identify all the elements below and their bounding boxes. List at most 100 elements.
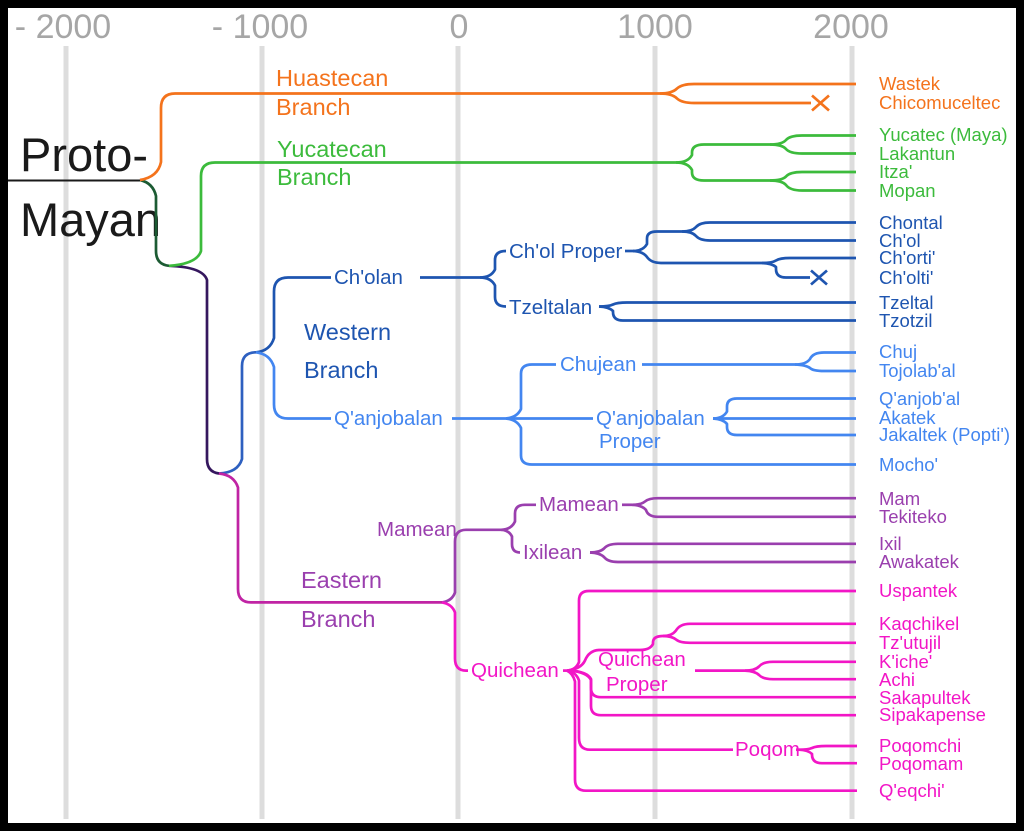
branch-mopan: [769, 179, 856, 192]
branch-chol-proper-stem: [479, 249, 507, 279]
branch-kaqchikel: [662, 622, 856, 638]
yucatecan-texts: Yucatecan Branch Yucatec (Maya) Lakantun…: [277, 124, 1008, 201]
leaf-label-tzutujil: Tz'utujil: [879, 632, 941, 653]
branch-chorti-cholti-pair: [632, 249, 762, 265]
leaf-label-chol: Ch'ol: [879, 230, 921, 251]
branch-qanjobalan: [255, 350, 331, 420]
branch-qeqchi: [566, 669, 857, 793]
mamean-proper-label: Mamean: [539, 493, 619, 516]
branch-kaqchikel-pair-rise: [639, 634, 664, 652]
branch-chuj: [794, 351, 856, 366]
chol-proper-label: Ch'ol Proper: [509, 240, 622, 263]
extinct-x-cholti: [810, 269, 828, 286]
branch-mam: [631, 496, 856, 507]
leaf-label-mam: Mam: [879, 488, 920, 509]
root-label-line2: Mayan: [20, 193, 161, 246]
leaf-label-lakantun: Lakantun: [879, 143, 955, 164]
branch-chujean-stem: [505, 363, 556, 420]
leaf-label-mocho: Mocho': [879, 454, 938, 475]
branch-cholti: [761, 261, 810, 279]
leaf-label-tzotzil: Tzotzil: [879, 310, 932, 331]
western-branch-label-line1: Western: [304, 319, 391, 345]
leaf-label-tekiteko: Tekiteko: [879, 506, 947, 527]
huastecan-lines: [139, 82, 856, 182]
tick-label-zero: 0: [450, 8, 469, 46]
quichean-lines: [441, 589, 857, 793]
qanjobalan-label: Q'anjobalan: [334, 407, 443, 430]
branch-chol: [681, 230, 856, 242]
branch-ixil: [589, 542, 856, 554]
branch-huastecan: [139, 92, 660, 182]
branch-awakatek: [589, 551, 856, 564]
branch-yucatec-lakantun: [675, 143, 770, 164]
tick-label-minus-1000: - 1000: [212, 8, 308, 46]
leaf-label-tojolabal: Tojolab'al: [879, 360, 956, 381]
western-riser: [218, 350, 257, 475]
root-label-line1: Proto-: [20, 128, 148, 181]
leaf-label-uspantek: Uspantek: [879, 580, 958, 601]
trunk-core-mayan: [139, 178, 170, 268]
leaf-label-akatek: Akatek: [879, 407, 936, 428]
branch-ixilean-stem: [500, 528, 521, 554]
branch-yucatecan: [168, 161, 676, 268]
leaf-label-tzeltal: Tzeltal: [879, 292, 934, 313]
yucatecan-lines: [168, 134, 856, 268]
chujean-label: Chujean: [560, 353, 636, 376]
branch-chontal: [681, 221, 856, 233]
leaf-label-kaqchikel: Kaqchikel: [879, 613, 959, 634]
leaf-label-itza: Itza': [879, 161, 912, 182]
branch-chorti: [761, 256, 856, 265]
leaf-label-ixil: Ixil: [879, 533, 902, 554]
branch-mamean: [441, 528, 501, 604]
leaf-label-chorti: Ch'orti': [879, 247, 935, 268]
branch-yucatec: [769, 134, 856, 146]
leaf-label-sipakapense: Sipakapense: [879, 704, 986, 725]
cholan-lines: [255, 221, 856, 354]
branch-mocho: [505, 417, 856, 466]
leaf-label-qeqchi: Q'eqchi': [879, 780, 945, 801]
leaf-label-mopan: Mopan: [879, 180, 936, 201]
branch-western-stem: [218, 350, 257, 475]
branch-qanjobal: [712, 397, 856, 420]
cholan-texts: Western Branch Ch'olan Ch'ol Proper Tzel…: [304, 212, 943, 383]
extinct-x-chicomuceltec: [811, 94, 830, 112]
timeline-gridlines: [63, 46, 855, 819]
branch-chicomuceltec: [659, 92, 811, 105]
branch-tzeltalan-stem: [479, 276, 507, 308]
poqom-label: Poqom: [735, 738, 800, 761]
branch-chontal-chol-pair: [632, 230, 682, 253]
leaf-label-awakatek: Awakatek: [879, 551, 960, 572]
branch-eastern-stem: [218, 472, 442, 604]
huastecan-branch-label-line2: Branch: [276, 94, 350, 120]
leaf-label-qanjobal: Q'anjob'al: [879, 388, 960, 409]
branch-tekiteko: [631, 503, 856, 519]
qanjobalan-proper-label-line1: Q'anjobalan: [596, 407, 705, 430]
branch-sipakapense: [569, 669, 856, 717]
branch-achi: [744, 669, 856, 681]
branch-itza: [769, 170, 856, 182]
quichean-texts: Quichean Quichean Proper Poqom Uspantek …: [471, 580, 986, 801]
eastern-branch-label-line2: Branch: [301, 606, 375, 632]
leaf-label-jakaltek: Jakaltek (Popti'): [879, 424, 1010, 445]
qanjobalan-texts: Q'anjobalan Chujean Q'anjobalan Proper C…: [334, 341, 1010, 475]
quichean-label: Quichean: [471, 659, 559, 682]
leaf-label-sakapultek: Sakapultek: [879, 687, 971, 708]
branch-poqomam: [798, 748, 857, 765]
mamean-label: Mamean: [377, 518, 457, 541]
branch-jakaltek: [712, 417, 856, 437]
leaf-label-cholti: Ch'olti': [879, 267, 933, 288]
branch-mamean-proper-stem: [500, 503, 536, 532]
huastecan-texts: Huastecan Branch Wastek Chicomuceltec: [276, 65, 1000, 120]
timeline-axis: - 2000 - 1000 0 1000 2000: [15, 8, 889, 46]
huastecan-branch-label-line1: Huastecan: [276, 65, 388, 91]
branch-itza-mopan: [675, 161, 770, 182]
leaf-label-chontal: Chontal: [879, 212, 943, 233]
leaf-label-wastek: Wastek: [879, 73, 941, 94]
mamean-texts: Eastern Branch Mamean Mamean Ixilean Mam…: [301, 488, 960, 632]
leaf-label-poqomchi: Poqomchi: [879, 735, 961, 756]
branch-kaqchikel-pair-stem: [566, 648, 640, 672]
branch-quichean-stem: [441, 601, 468, 672]
eastern-riser: [218, 472, 442, 604]
yucatecan-branch-label-line1: Yucatecan: [277, 136, 387, 162]
branch-wastek: [659, 82, 856, 95]
